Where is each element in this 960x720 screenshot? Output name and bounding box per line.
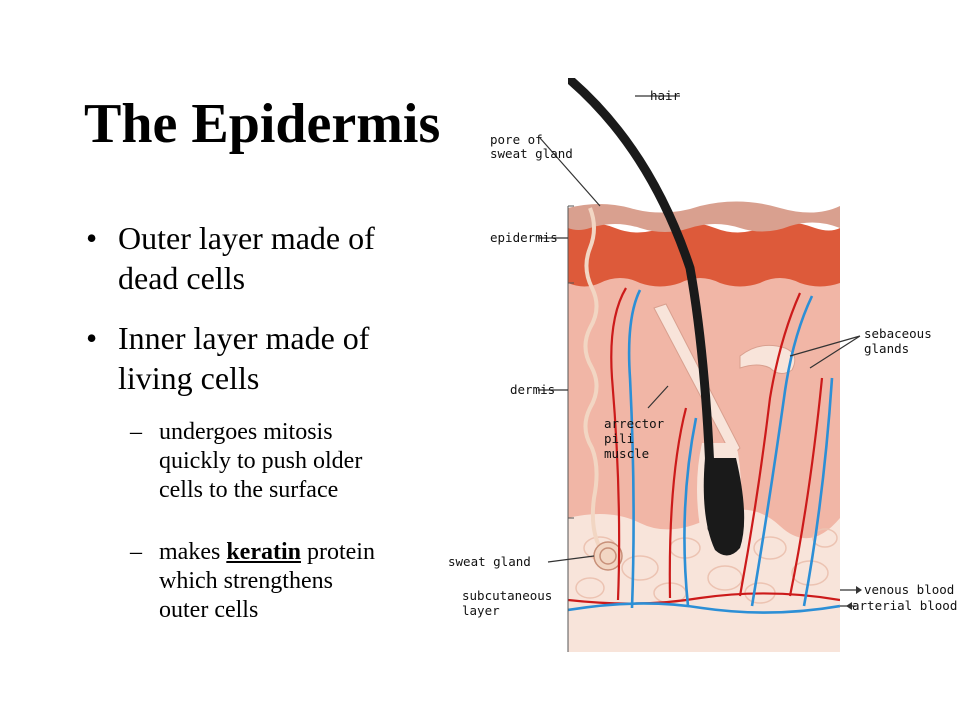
bullet-inner-layer: • Inner layer made of living cells	[86, 318, 446, 398]
label-arrector-line2: pili	[604, 431, 634, 446]
stratum-corneum	[568, 201, 840, 232]
label-pore-line1: pore of	[490, 132, 543, 147]
arteries	[568, 287, 840, 605]
bullet-line: dead cells	[118, 260, 246, 296]
label-subcutaneous-line1: subcutaneous	[462, 588, 552, 603]
hair-bulb	[703, 458, 745, 556]
label-dermis: dermis	[510, 382, 555, 397]
bullet-marker: •	[86, 220, 98, 256]
label-pore-line2: sweat gland	[490, 146, 573, 161]
subbullet-post: protein	[300, 539, 375, 565]
label-arterial-blood: arterial blood	[852, 598, 957, 613]
bullet-outer-layer: • Outer layer made of dead cells	[86, 218, 446, 298]
label-sweat-gland: sweat gland	[448, 554, 531, 569]
subbullet-line: cells to the surface	[159, 477, 339, 503]
label-sebaceous-line2: glands	[864, 341, 909, 356]
subbullet-marker: –	[130, 539, 142, 565]
label-sebaceous-line1: sebaceous	[864, 326, 932, 341]
arrowheads	[846, 586, 862, 610]
subbullet-line: which strengthens	[159, 568, 333, 594]
bullet-line: Inner layer made of	[118, 320, 370, 356]
subbullet-line: undergoes mitosis	[159, 419, 333, 445]
leader-lines	[538, 95, 861, 607]
subbullet-marker: –	[130, 419, 142, 445]
hair-shaft	[568, 78, 717, 533]
sweat-duct	[583, 207, 602, 549]
subbullet-line: outer cells	[159, 597, 259, 623]
subbullet-line: quickly to push older	[159, 448, 363, 474]
label-arrector-line3: muscle	[604, 446, 649, 461]
label-epidermis: epidermis	[490, 230, 558, 245]
sebaceous-gland	[739, 344, 796, 374]
bullet-marker: •	[86, 320, 98, 356]
epidermis-layer	[568, 222, 840, 287]
layer-brackets	[567, 205, 574, 652]
label-venous-blood: venous blood	[864, 582, 954, 597]
tissue-layers	[568, 78, 840, 652]
subbullet-mitosis: – undergoes mitosis quickly to push olde…	[130, 418, 450, 505]
veins	[568, 289, 840, 614]
subcutaneous-layer	[568, 509, 840, 652]
slide-title: The Epidermis	[84, 93, 441, 155]
bullet-line: living cells	[118, 360, 260, 396]
sweat-gland-coil	[593, 541, 623, 571]
label-subcutaneous-line2: layer	[462, 603, 500, 618]
subbullet-line: makes keratin protein	[159, 538, 450, 567]
keratin-keyword: keratin	[226, 539, 301, 565]
subbullet-pre: makes	[159, 539, 227, 565]
label-arrector-line1: arrector	[604, 416, 665, 431]
bullet-line: Outer layer made of	[118, 220, 375, 256]
subbullet-keratin: – makes keratin protein which strengthen…	[130, 538, 450, 625]
skin-cross-section-diagram: hair pore of sweat gland epidermis dermi…	[448, 78, 957, 652]
label-hair: hair	[650, 88, 681, 103]
